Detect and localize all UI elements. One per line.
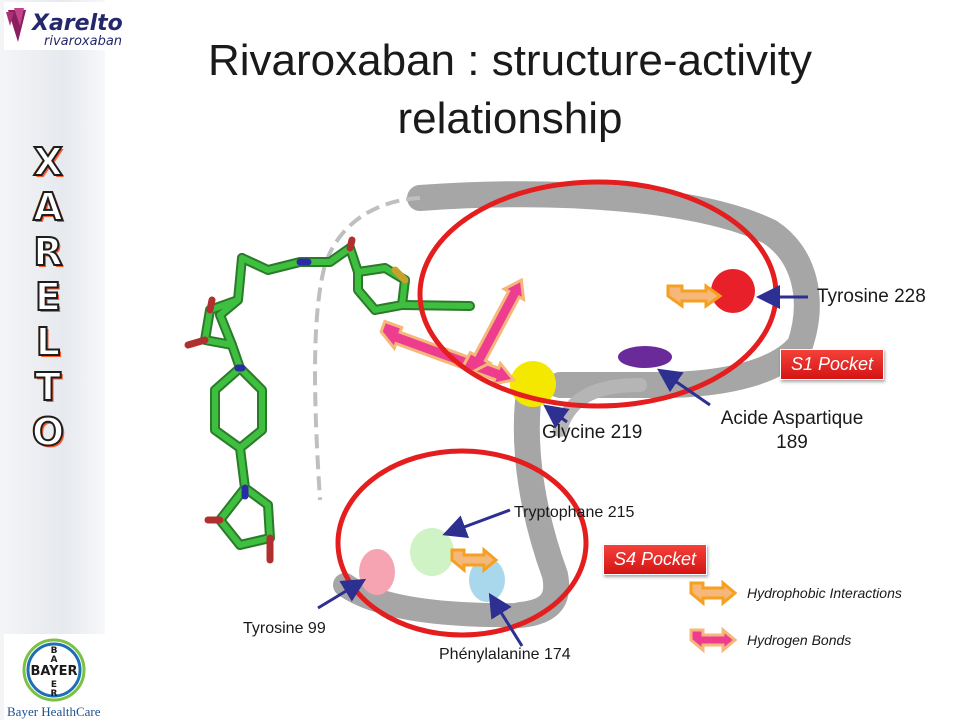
glycine-219-pointer	[543, 404, 570, 429]
bayer-cross-letter: E	[51, 680, 57, 690]
legend-glyphs	[689, 579, 738, 654]
legend-hydrophobic-glyph	[689, 579, 738, 607]
residue-markers	[359, 269, 755, 602]
tyrosine-99-pointer	[317, 578, 367, 610]
tyrosine-99-marker	[359, 549, 395, 595]
tyrosine-228-marker	[711, 269, 755, 313]
label-aspartate-189-line1: Acide Aspartique	[720, 408, 864, 429]
bayer-cross-letter: R	[51, 689, 58, 699]
sidebar-letter: X	[32, 139, 63, 185]
hydrophobic-arrows	[450, 283, 723, 574]
xarelto-logo-brand: Xarelto	[30, 11, 123, 36]
label-tyrosine-228: Tyrosine 228	[817, 286, 926, 307]
sidebar-letter: T	[34, 364, 62, 410]
bayer-logo-mark: BAYER	[30, 664, 77, 679]
label-tryptophan-215: Tryptophane 215	[514, 504, 635, 521]
bayer-healthcare-text: Bayer HealthCare	[7, 704, 101, 719]
aspartate-189-pointer	[657, 368, 711, 407]
label-phenylalanine-174: Phénylalanine 174	[439, 646, 571, 663]
bayer-healthcare-logo: BAYER B A E R Bayer HealthCare	[4, 634, 116, 720]
sidebar-letter: E	[34, 274, 62, 320]
bayer-cross-letter: A	[51, 655, 58, 665]
slide-title: Rivaroxaban : structure-activity relatio…	[208, 36, 812, 143]
legend-hbond-glyph	[689, 626, 738, 654]
sidebar-letters: X A R E L T O	[18, 139, 78, 455]
phenylalanine-174-pointer	[488, 592, 524, 647]
pointer-arrows	[317, 285, 808, 647]
aspartate-189-marker	[618, 346, 672, 368]
label-aspartate-189-line2: 189	[776, 432, 808, 453]
label-aspartate-189: Acide Aspartique 189	[694, 408, 890, 454]
legend-hydrophobic-label: Hydrophobic Interactions	[747, 585, 902, 601]
sidebar-letter: L	[35, 319, 61, 365]
xarelto-logo-mark	[6, 8, 26, 42]
legend-hbond-label: Hydrogen Bonds	[747, 632, 852, 648]
sidebar-letter: A	[32, 184, 63, 230]
phenylalanine-174-marker	[469, 558, 505, 602]
sidebar-letter: O	[31, 409, 65, 455]
tryptophan-215-pointer	[442, 508, 511, 538]
tryptophan-215-marker	[410, 528, 454, 576]
xarelto-logo: Xarelto rivaroxaban	[4, 2, 136, 50]
s4-pocket-badge: S4 Pocket	[603, 544, 708, 575]
xarelto-logo-sub: rivaroxaban	[44, 34, 122, 49]
rivaroxaban-ligand	[184, 236, 475, 564]
s4-pocket-ring	[335, 448, 589, 638]
sidebar-letter: R	[32, 229, 63, 275]
sidebar-band	[0, 0, 105, 720]
label-tyrosine-99: Tyrosine 99	[243, 620, 326, 637]
label-glycine-219: Glycine 219	[542, 422, 643, 443]
bayer-cross-letter: B	[51, 646, 58, 656]
s1-pocket-badge: S1 Pocket	[780, 349, 885, 380]
